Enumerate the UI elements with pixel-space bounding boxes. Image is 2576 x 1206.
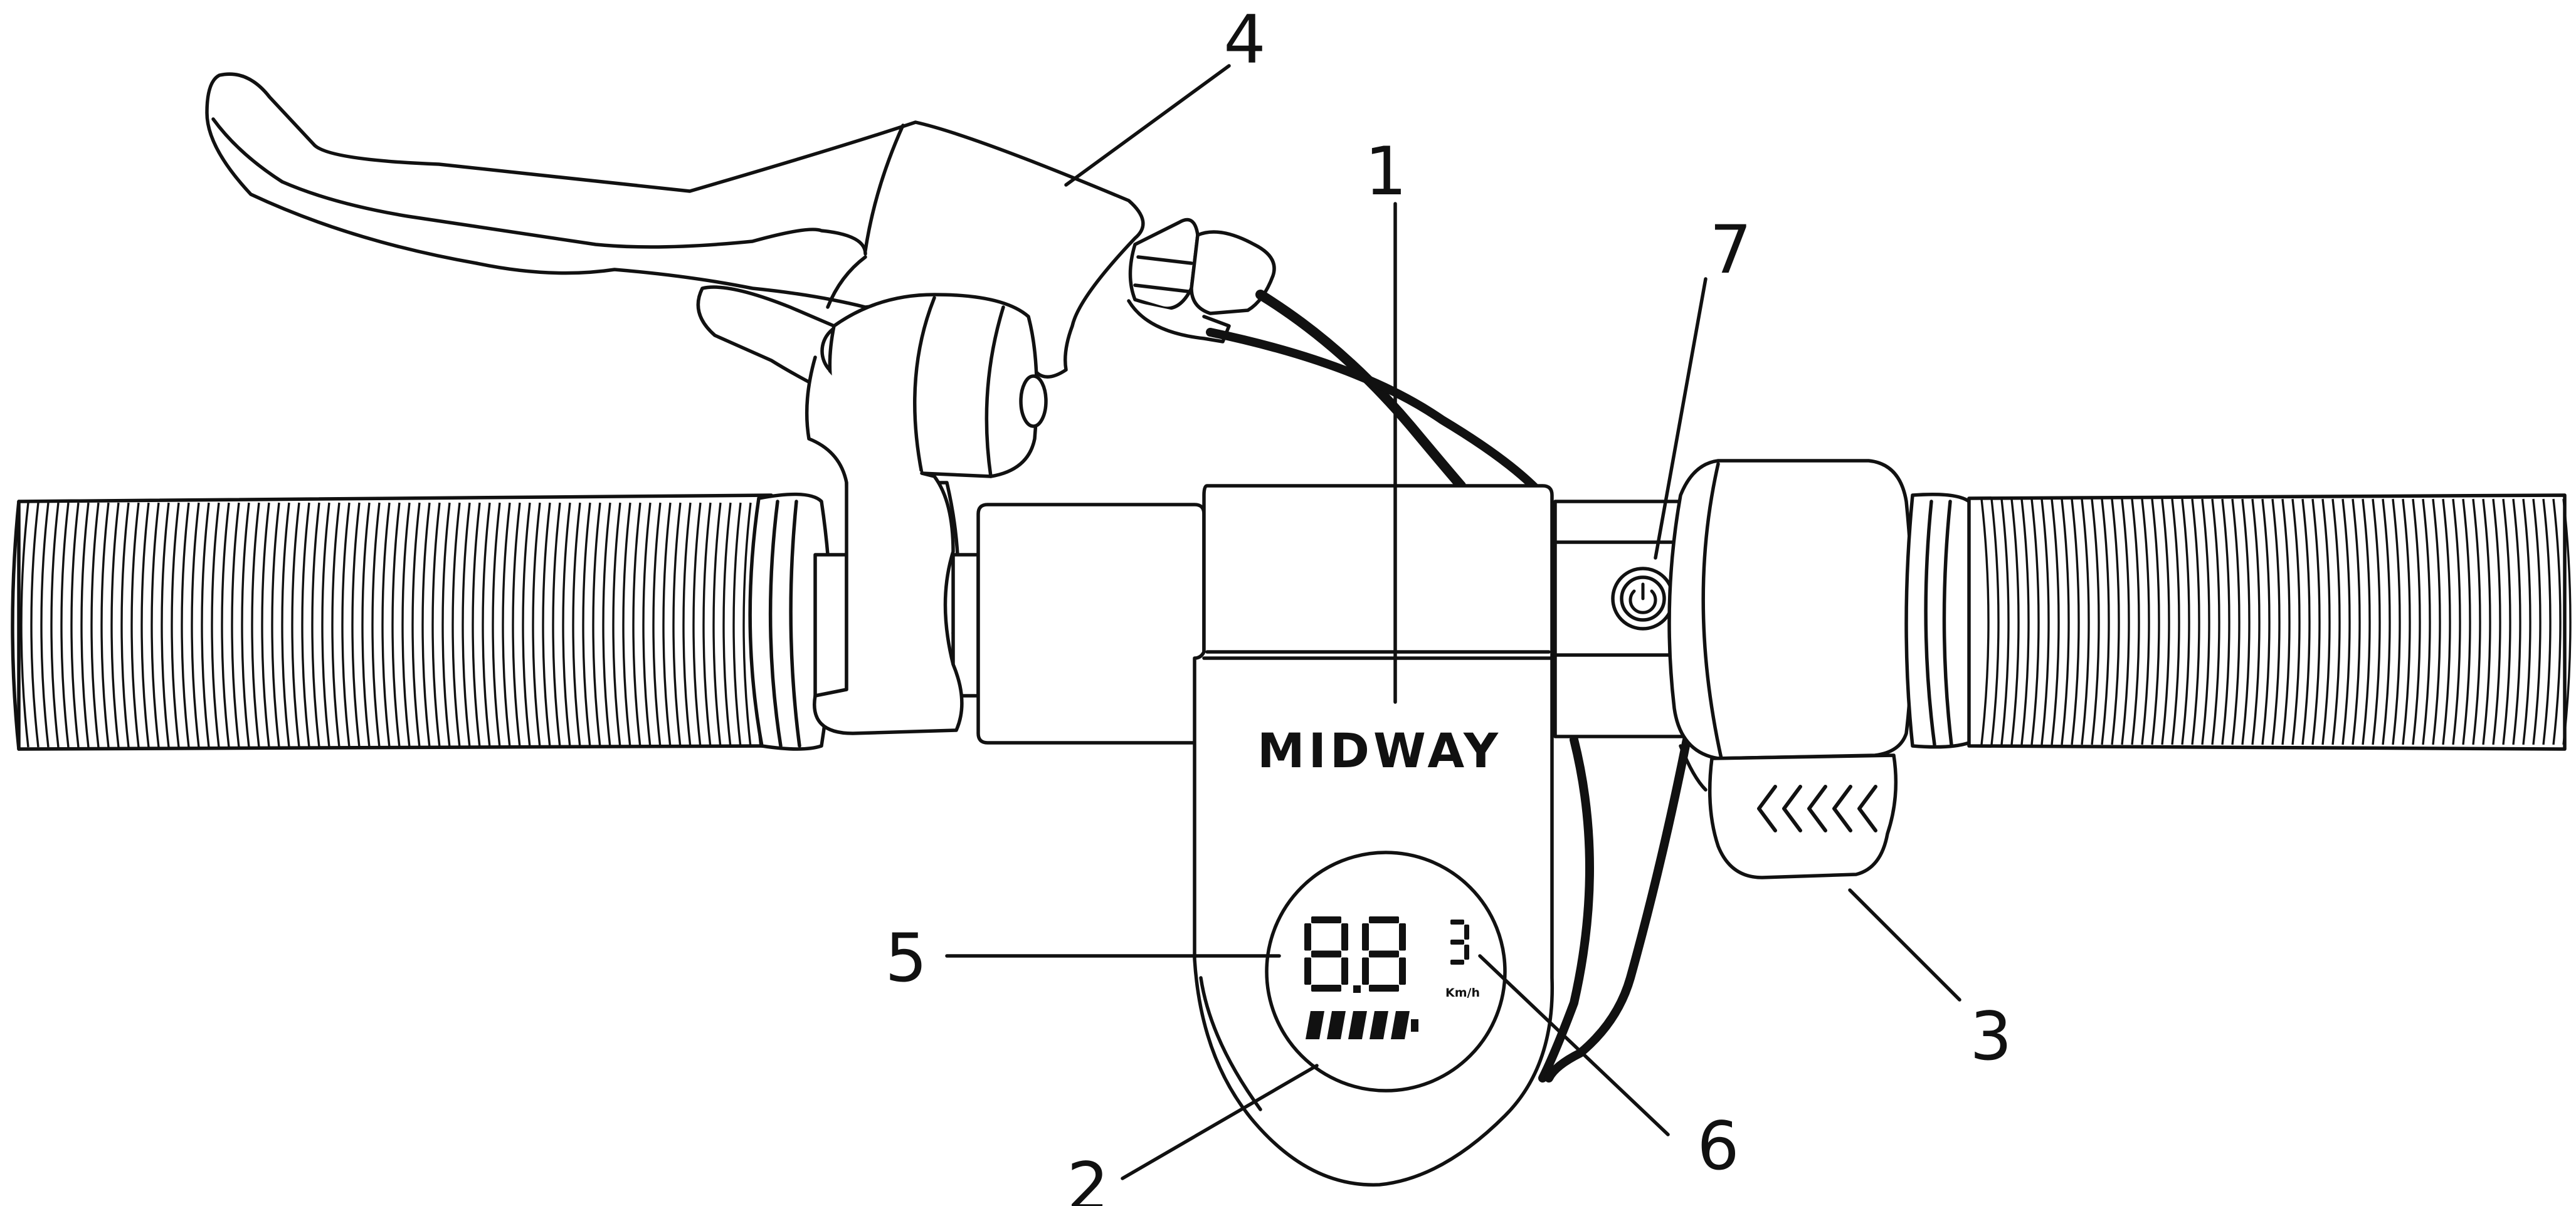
left-grip-ribs	[20, 502, 762, 748]
callout-6: 6	[1697, 1108, 1739, 1185]
segment-d	[1450, 960, 1464, 965]
segment-c	[1341, 957, 1348, 985]
segment-f	[1362, 923, 1369, 951]
battery-segment	[1348, 1011, 1367, 1039]
battery-segment	[1370, 1011, 1388, 1039]
segment-g	[1311, 950, 1341, 958]
battery-segment	[1306, 1011, 1324, 1039]
mode-digit-value	[1450, 920, 1469, 965]
segment-c	[1464, 945, 1469, 960]
right-grip	[1904, 493, 2572, 751]
battery-tip	[1411, 1019, 1418, 1032]
speed-readout	[1304, 916, 1406, 993]
callout-3: 3	[1970, 998, 2012, 1075]
segment-a	[1369, 916, 1399, 923]
battery-segment	[1327, 1011, 1346, 1039]
segment-f	[1304, 923, 1311, 951]
battery-indicator	[1306, 1011, 1418, 1039]
segment-e	[1304, 957, 1311, 985]
leader-lines	[945, 64, 1961, 1180]
left-grip	[11, 492, 833, 751]
callout-7: 7	[1709, 211, 1751, 288]
callout-labels: 1 2 3 4 5 6 7	[885, 1, 2012, 1206]
segment-b	[1341, 923, 1348, 951]
segment-d	[1311, 985, 1341, 992]
segment-a	[1450, 920, 1464, 925]
segment-b	[1399, 923, 1406, 951]
speed-digit-tens	[1304, 916, 1348, 992]
speed-digit-ones	[1362, 916, 1406, 992]
segment-a	[1311, 916, 1341, 923]
speed-unit: Km/h	[1445, 986, 1480, 1000]
lcd-display: Km/h	[1265, 851, 1507, 1093]
power-housing	[1553, 500, 1698, 738]
callout-1: 1	[1365, 133, 1407, 210]
callout-4: 4	[1223, 1, 1265, 78]
segment-g	[1450, 940, 1464, 945]
left-sleeve	[976, 503, 1206, 745]
segment-b	[1464, 925, 1469, 940]
battery-segment	[1391, 1011, 1410, 1039]
power-button[interactable]	[1611, 567, 1675, 631]
display-unit: MIDWAY Km/h	[1193, 484, 1555, 1187]
segment-c	[1399, 957, 1406, 985]
brake-lever	[205, 72, 1276, 735]
segment-d	[1369, 985, 1399, 992]
chevron-left-icon	[1757, 785, 1877, 832]
decimal-point	[1353, 985, 1361, 993]
right-grip-ribs	[1980, 498, 2572, 745]
brand-logo: MIDWAY	[1257, 723, 1502, 779]
mode-readout	[1450, 920, 1469, 965]
throttle	[1667, 459, 1914, 879]
callout-5: 5	[885, 920, 927, 997]
segment-g	[1369, 950, 1399, 958]
callout-2: 2	[1067, 1148, 1109, 1206]
segment-e	[1362, 957, 1369, 985]
power-icon	[1628, 582, 1657, 614]
